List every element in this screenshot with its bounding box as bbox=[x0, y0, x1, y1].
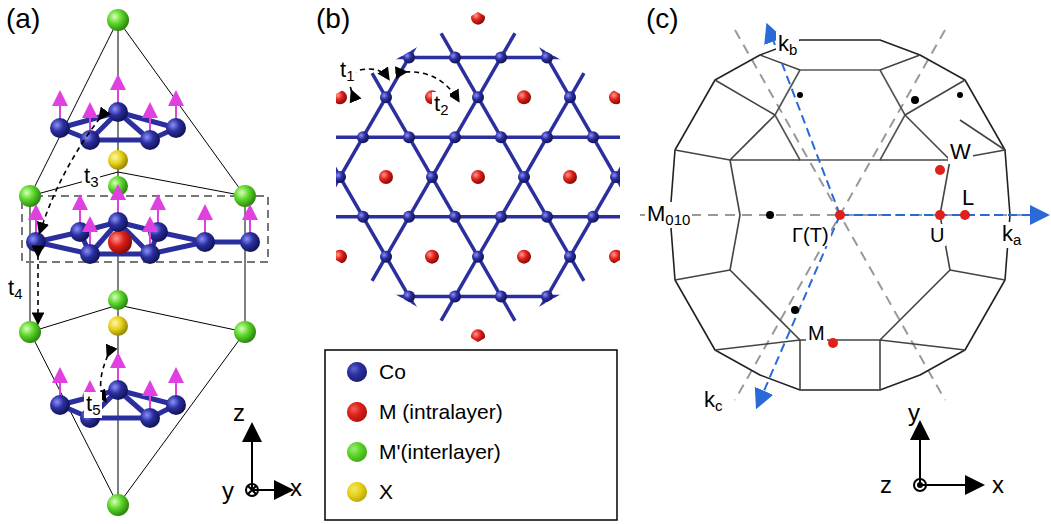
legend-swatch bbox=[345, 440, 369, 464]
legend-row: M'(interlayer) bbox=[345, 440, 501, 464]
legend-swatch bbox=[345, 480, 369, 504]
legend-swatch bbox=[345, 360, 369, 384]
figure-label: y bbox=[908, 400, 920, 426]
figure-label: (c) bbox=[646, 4, 679, 35]
figure-label: L bbox=[960, 186, 976, 210]
legend-swatch-dot bbox=[347, 442, 367, 462]
figure-label: kc bbox=[702, 388, 724, 414]
figure-label: z bbox=[880, 472, 892, 498]
legend-swatch-dot bbox=[347, 362, 367, 382]
legend-text: Co bbox=[379, 360, 406, 384]
legend-text: X bbox=[379, 480, 393, 504]
figure-label: x bbox=[992, 472, 1004, 498]
figure-label: t2 bbox=[432, 92, 450, 118]
figure-label: (b) bbox=[316, 4, 350, 35]
figure-label: t3 bbox=[82, 164, 100, 190]
figure-label: x bbox=[290, 475, 302, 501]
legend-row: X bbox=[345, 480, 393, 504]
figure-label: Γ(T) bbox=[790, 224, 831, 246]
figure-label: t1 bbox=[338, 58, 356, 84]
figure-label: t5 bbox=[84, 392, 102, 418]
legend-text: M'(interlayer) bbox=[379, 440, 501, 464]
legend-swatch-dot bbox=[347, 402, 367, 422]
figure-label: kb bbox=[776, 32, 799, 58]
legend-text: M (intralayer) bbox=[379, 400, 503, 424]
figure-label: M bbox=[806, 322, 827, 344]
legend-swatch bbox=[345, 400, 369, 424]
figure-label: M010 bbox=[645, 202, 692, 228]
figure-label: y bbox=[222, 478, 234, 504]
figure-label: U bbox=[928, 224, 946, 246]
figure-label: t4 bbox=[6, 276, 24, 302]
figure-label: (a) bbox=[6, 4, 40, 35]
figure-label: z bbox=[233, 400, 245, 426]
figure-label: W bbox=[948, 140, 973, 164]
legend-row: Co bbox=[345, 360, 406, 384]
legend-swatch-dot bbox=[347, 482, 367, 502]
legend-row: M (intralayer) bbox=[345, 400, 503, 424]
figure-label: ka bbox=[1000, 222, 1023, 248]
